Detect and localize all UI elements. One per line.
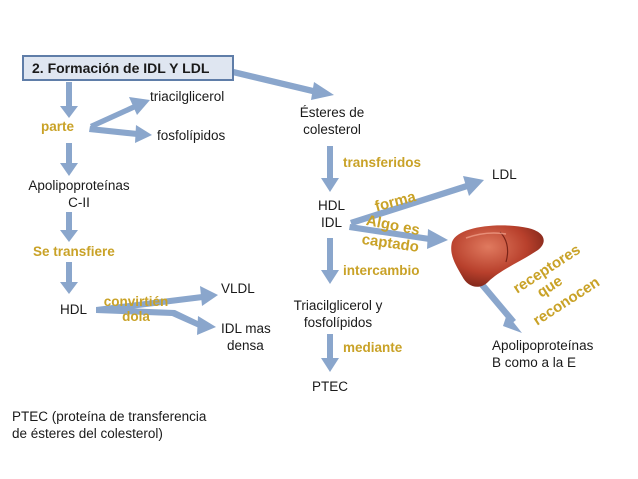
arrow-idl-to-liver bbox=[349, 224, 448, 249]
liver-icon bbox=[451, 225, 544, 287]
arrow-title-to-parte bbox=[60, 82, 78, 118]
label-idl-mas-densa: IDL mas densa bbox=[221, 320, 271, 354]
esteres-line1: Ésteres de bbox=[299, 105, 365, 120]
arrow-parte-to-triacil bbox=[90, 97, 150, 129]
arrow-hdl-to-idl bbox=[96, 307, 216, 335]
arrow-title-to-esteres bbox=[232, 69, 334, 100]
convirtien-line2: dola bbox=[122, 309, 150, 324]
idl-line1: IDL mas bbox=[221, 321, 271, 336]
triacil-line2: fosfolípidos bbox=[303, 315, 373, 330]
label-apolipoproteinas-cii: Apolipoproteínas C-II bbox=[20, 177, 138, 211]
label-idl-right: IDL bbox=[321, 215, 343, 230]
arrow-parte-to-fosfolipidos bbox=[89, 125, 152, 143]
triacil-line1: Triacilglicerol y bbox=[293, 298, 383, 313]
apolipo-line2: C-II bbox=[68, 195, 90, 210]
arrow-idl-to-ldl bbox=[350, 176, 484, 226]
idl-line2: densa bbox=[227, 338, 264, 353]
arrow-apolipo-to-setransfiere bbox=[60, 212, 78, 242]
footnote-line2: de ésteres del colesterol) bbox=[12, 426, 163, 441]
arrow-esteres-to-hdl bbox=[321, 146, 339, 192]
section-title: 2. Formación de IDL Y LDL bbox=[22, 55, 234, 81]
apolipo-line1: Apolipoproteínas bbox=[28, 178, 130, 193]
label-hdl-left: HDL bbox=[60, 302, 88, 317]
convirtien-line1: convirtién bbox=[103, 294, 169, 309]
label-apolipoproteinas-b-e: Apolipoproteínas B como a la E bbox=[492, 337, 593, 371]
label-convirtiendola: convirtién dola bbox=[96, 294, 176, 324]
label-fosfolipidos: fosfolípidos bbox=[157, 128, 226, 143]
esteres-line2: colesterol bbox=[303, 122, 361, 137]
label-mediante: mediante bbox=[343, 340, 403, 355]
label-intercambio: intercambio bbox=[343, 263, 420, 278]
arrow-liver-to-apob bbox=[479, 282, 522, 333]
label-hdl-right: HDL bbox=[318, 198, 346, 213]
footnote-line1: PTEC (proteína de transferencia bbox=[12, 409, 207, 424]
label-ptec: PTEC bbox=[312, 379, 349, 394]
label-parte: parte bbox=[41, 119, 75, 134]
arrow-parte-to-apolipo bbox=[60, 143, 78, 176]
apob-line1: Apolipoproteínas bbox=[492, 338, 594, 353]
label-triacilglicerol: triacilglicerol bbox=[150, 89, 225, 104]
apob-line2: B como a la E bbox=[492, 355, 577, 370]
label-se-transfiere: Se transfiere bbox=[33, 244, 115, 259]
arrow-setransfiere-to-hdl bbox=[60, 262, 78, 294]
label-ldl: LDL bbox=[492, 167, 517, 182]
label-vldl: VLDL bbox=[221, 281, 255, 296]
footnote: PTEC (proteína de transferencia de éster… bbox=[12, 408, 206, 442]
arrow-triacil-to-ptec bbox=[321, 334, 339, 372]
label-esteres-colesterol: Ésteres de colesterol bbox=[290, 104, 374, 138]
label-transferidos: transferidos bbox=[343, 155, 422, 170]
label-triacilglicerol-fosfolipidos: Triacilglicerol y fosfolípidos bbox=[282, 297, 394, 331]
arrow-idl-to-triacil bbox=[321, 238, 339, 284]
